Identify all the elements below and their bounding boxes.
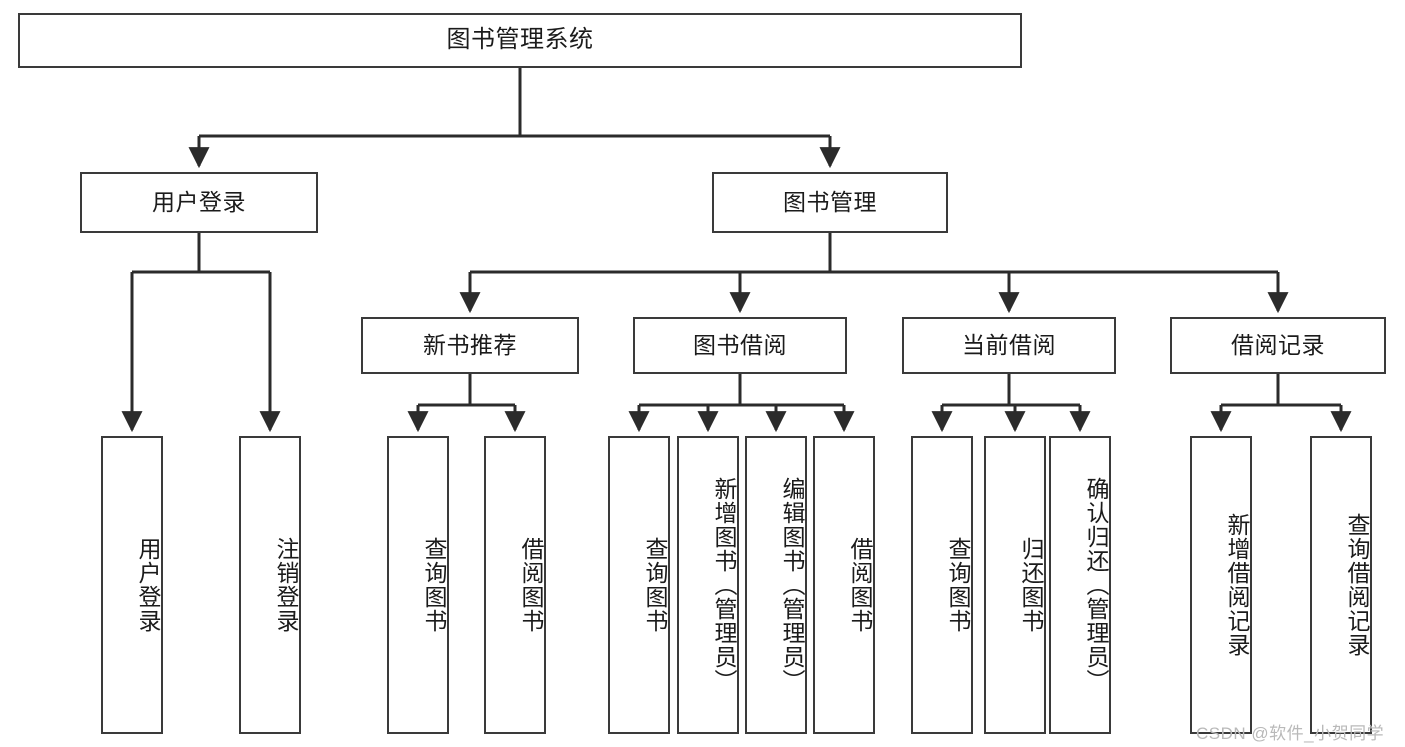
node-leaf-logout-label: 注销登录 [273,537,299,633]
node-leaf-edit-book-admin[interactable]: 编辑图书（管理员） [745,436,807,734]
node-book-borrow-label: 图书借阅 [693,331,787,358]
node-leaf-borrow-book[interactable]: 借阅图书 [813,436,875,734]
node-leaf-borrow-book-recommend-label: 借阅图书 [518,537,544,633]
node-current-borrow[interactable]: 当前借阅 [902,317,1116,374]
node-leaf-query-book-recommend[interactable]: 查询图书 [387,436,449,734]
watermark: CSDN @软件_小贺同学 [1196,724,1385,743]
node-leaf-query-book-current[interactable]: 查询图书 [911,436,973,734]
node-leaf-add-borrow-record-label: 新增借阅记录 [1224,513,1250,657]
node-user-login-label: 用户登录 [152,188,246,215]
node-leaf-return-book-label: 归还图书 [1018,537,1044,633]
node-leaf-edit-book-admin-label: 编辑图书（管理员） [779,477,805,693]
node-book-management-label: 图书管理 [783,188,877,215]
node-root-label: 图书管理系统 [446,26,594,54]
node-borrow-record[interactable]: 借阅记录 [1170,317,1386,374]
node-leaf-user-login-label: 用户登录 [135,537,161,633]
node-leaf-add-borrow-record[interactable]: 新增借阅记录 [1190,436,1252,734]
node-leaf-query-borrow-record[interactable]: 查询借阅记录 [1310,436,1372,734]
node-new-book-recommend[interactable]: 新书推荐 [361,317,579,374]
node-current-borrow-label: 当前借阅 [962,331,1056,358]
node-leaf-confirm-return-admin[interactable]: 确认归还（管理员） [1049,436,1111,734]
node-borrow-record-label: 借阅记录 [1231,331,1325,358]
node-leaf-query-book-recommend-label: 查询图书 [421,537,447,633]
node-leaf-logout[interactable]: 注销登录 [239,436,301,734]
node-user-login[interactable]: 用户登录 [80,172,318,233]
node-leaf-user-login[interactable]: 用户登录 [101,436,163,734]
node-leaf-add-book-admin[interactable]: 新增图书（管理员） [677,436,739,734]
node-book-management[interactable]: 图书管理 [712,172,948,233]
node-leaf-add-book-admin-label: 新增图书（管理员） [711,477,737,693]
node-root[interactable]: 图书管理系统 [18,13,1022,68]
node-leaf-query-book-label: 查询图书 [642,537,668,633]
node-leaf-query-borrow-record-label: 查询借阅记录 [1344,513,1370,657]
node-leaf-return-book[interactable]: 归还图书 [984,436,1046,734]
node-book-borrow[interactable]: 图书借阅 [633,317,847,374]
node-leaf-borrow-book-label: 借阅图书 [847,537,873,633]
node-leaf-confirm-return-admin-label: 确认归还（管理员） [1083,477,1109,693]
node-leaf-query-book[interactable]: 查询图书 [608,436,670,734]
node-new-book-recommend-label: 新书推荐 [423,331,517,358]
node-leaf-borrow-book-recommend[interactable]: 借阅图书 [484,436,546,734]
node-leaf-query-book-current-label: 查询图书 [945,537,971,633]
